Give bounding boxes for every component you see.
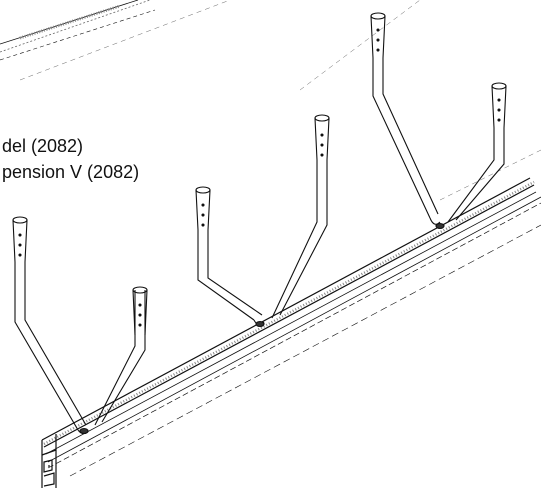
hidden-lines [19, 0, 541, 201]
model-label: del (2082) [2, 136, 84, 156]
rail-end-profile [41, 434, 57, 488]
suspension-label: pension V (2082) [2, 162, 140, 182]
v-hanger-3 [370, 12, 507, 230]
v-hanger-2 [195, 114, 330, 328]
v-hanger-1 [12, 216, 148, 435]
track-rail [41, 177, 541, 477]
ceiling-rail-fragment [0, 0, 156, 61]
